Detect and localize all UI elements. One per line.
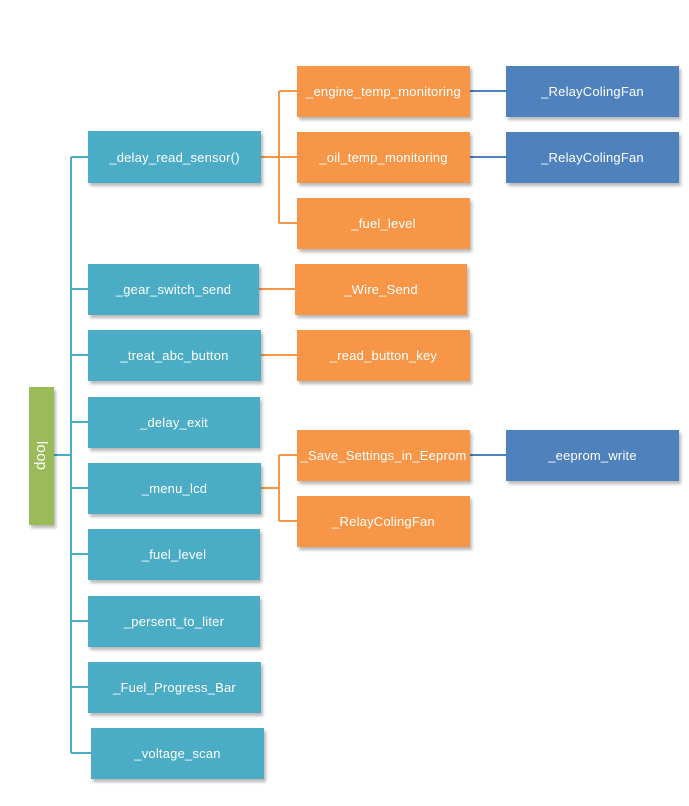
root-node-loop: loop bbox=[29, 387, 54, 525]
node-delay-read-sensor: _delay_read_sensor() bbox=[88, 131, 261, 183]
node-label: _eeprom_write bbox=[548, 448, 637, 463]
node-label: _treat_abc_button bbox=[120, 348, 229, 363]
node-eeprom-write: _eeprom_write bbox=[506, 430, 679, 481]
node-relay-coling-fan-sub: _RelayColingFan bbox=[297, 496, 470, 547]
node-label: _Save_Settings_in_Eeprom bbox=[300, 448, 467, 463]
node-save-settings-in-eeprom: _Save_Settings_in_Eeprom bbox=[297, 430, 470, 481]
node-read-button-key: _read_button_key bbox=[297, 330, 470, 381]
root-node-label: loop bbox=[33, 441, 50, 471]
node-menu-lcd: _menu_lcd bbox=[88, 463, 261, 514]
node-voltage-scan: _voltage_scan bbox=[91, 728, 264, 779]
node-label: _oil_temp_monitoring bbox=[319, 150, 448, 165]
node-label: _RelayColingFan bbox=[332, 514, 435, 529]
node-label: _Wire_Send bbox=[344, 282, 418, 297]
node-delay-exit: _delay_exit bbox=[88, 397, 260, 448]
node-label: _fuel_level bbox=[351, 216, 416, 231]
node-label: _delay_exit bbox=[140, 415, 208, 430]
node-label: _RelayColingFan bbox=[541, 84, 644, 99]
node-label: _fuel_level bbox=[141, 547, 207, 562]
node-treat-abc-button: _treat_abc_button bbox=[88, 330, 261, 381]
node-persent-to-liter: _persent_to_liter bbox=[88, 596, 260, 647]
node-label: _delay_read_sensor() bbox=[109, 149, 240, 165]
node-oil-temp-monitoring: _oil_temp_monitoring bbox=[297, 132, 470, 183]
node-gear-switch-send: _gear_switch_send bbox=[88, 264, 259, 315]
node-label: _menu_lcd bbox=[141, 481, 208, 496]
node-fuel-progress-bar: _Fuel_Progress_Bar bbox=[88, 662, 261, 713]
node-fuel-level-sub: _fuel_level bbox=[297, 198, 470, 249]
node-engine-temp-monitoring: _engine_temp_monitoring bbox=[297, 66, 470, 117]
node-fuel-level: _fuel_level bbox=[88, 529, 260, 580]
node-label: _engine_temp_monitoring bbox=[306, 84, 461, 99]
node-label: _gear_switch_send bbox=[115, 282, 232, 297]
node-relay-coling-fan-oil: _RelayColingFan bbox=[506, 132, 679, 183]
node-label: _voltage_scan bbox=[134, 746, 221, 761]
node-label: _Fuel_Progress_Bar bbox=[113, 680, 236, 695]
node-label: _read_button_key bbox=[329, 348, 438, 363]
node-label: _persent_to_liter bbox=[123, 614, 225, 629]
node-relay-coling-fan-engine: _RelayColingFan bbox=[506, 66, 679, 117]
node-label: _RelayColingFan bbox=[541, 150, 644, 165]
node-wire-send: _Wire_Send bbox=[295, 264, 467, 315]
